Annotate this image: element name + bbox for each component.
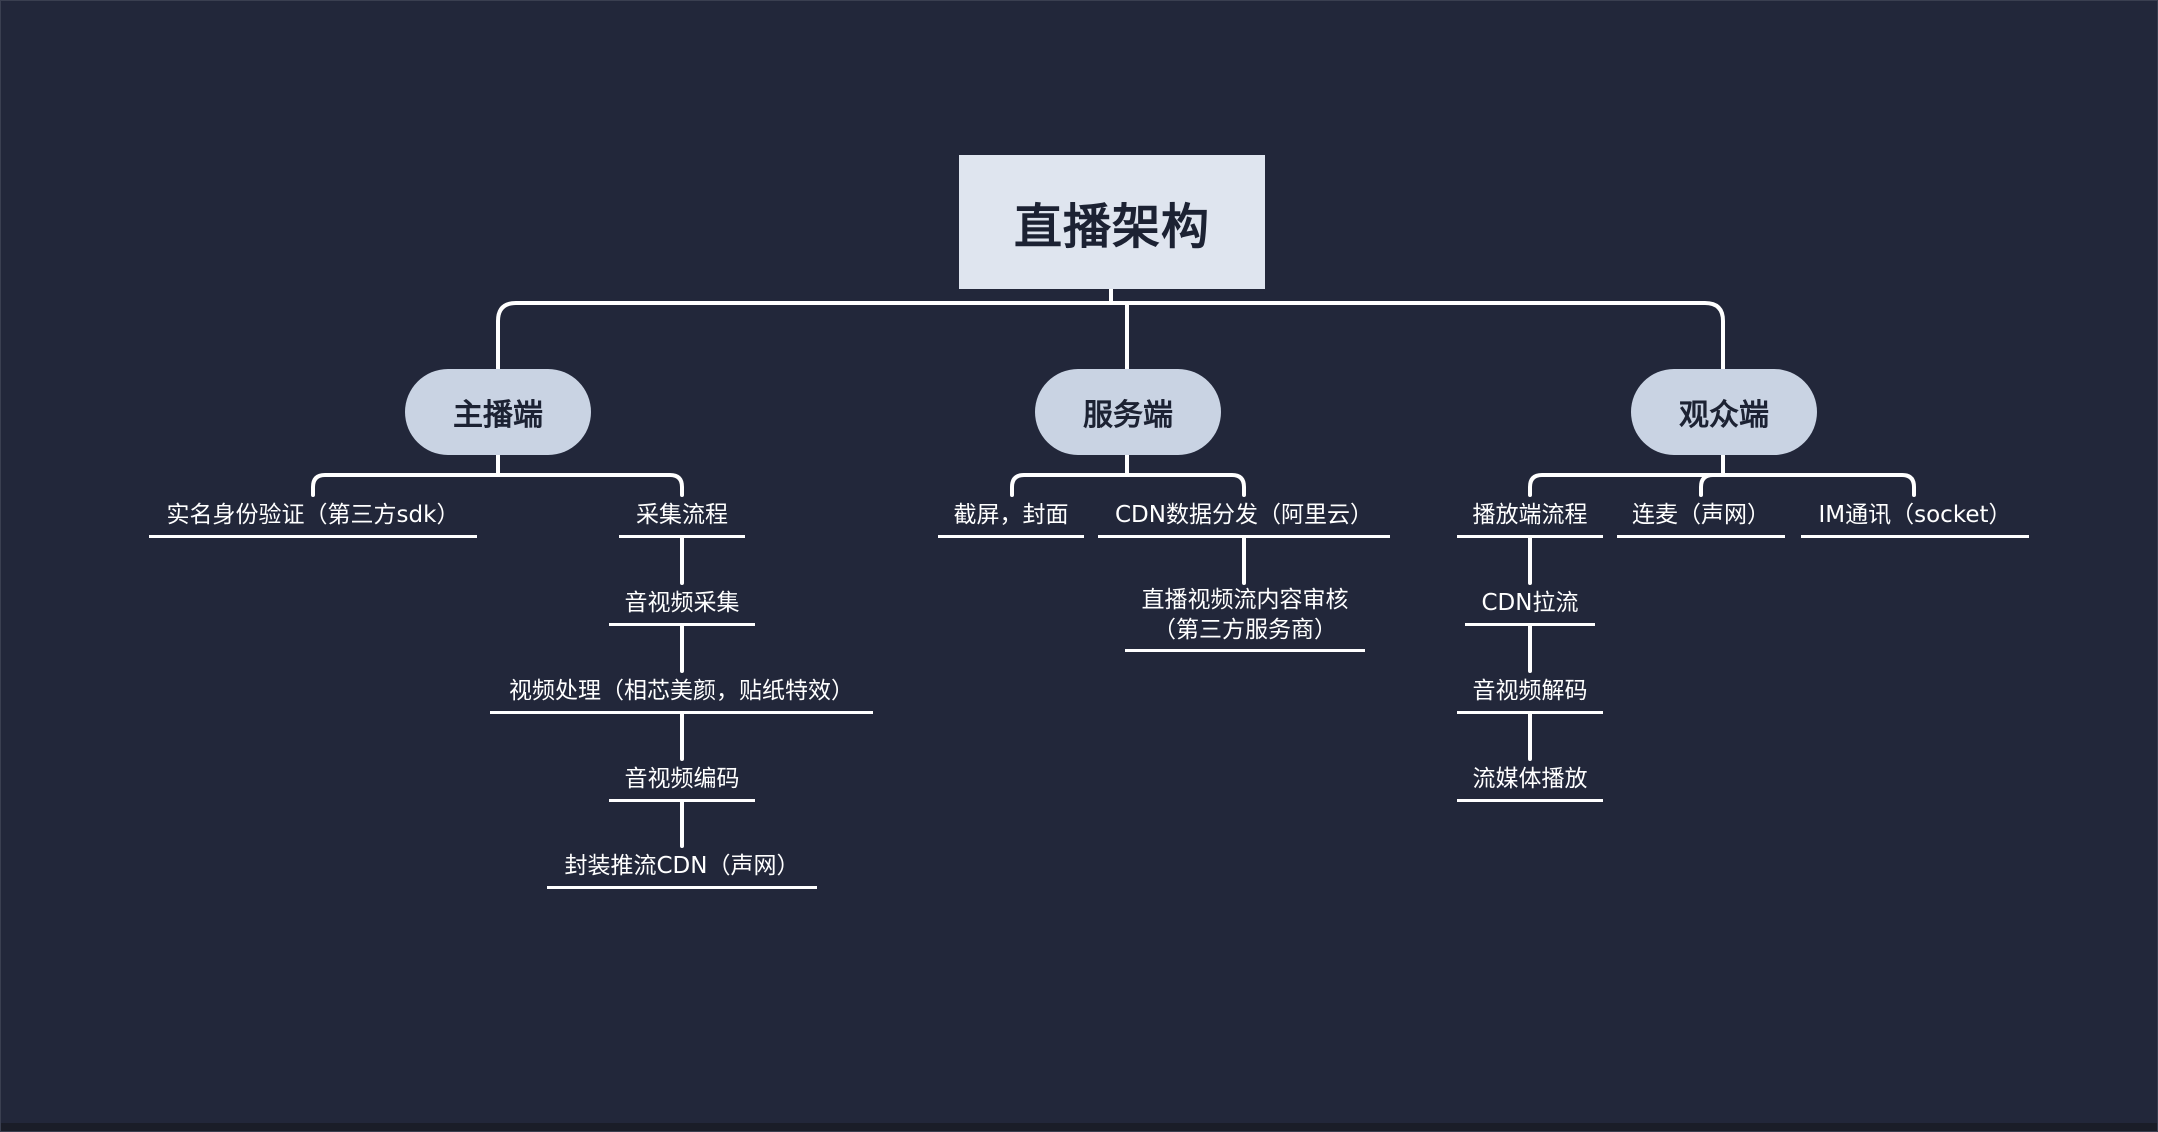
leaf-content-review-line2: （第三方服务商） [1153,617,1337,643]
leaf-cdn-pull[interactable]: CDN拉流 [1465,583,1595,626]
root-node[interactable]: 直播架构 [959,155,1265,289]
leaf-av-decoding[interactable]: 音视频解码 [1457,671,1603,714]
leaf-im-socket[interactable]: IM通讯（socket） [1801,495,2029,538]
leaf-av-capture[interactable]: 音视频采集 [609,583,755,626]
leaf-capture-process[interactable]: 采集流程 [619,495,745,538]
connector-server-children [1010,453,1246,497]
branch-audience[interactable]: 观众端 [1631,369,1817,455]
branch-anchor[interactable]: 主播端 [405,369,591,455]
branch-server[interactable]: 服务端 [1035,369,1221,455]
leaf-stream-playback[interactable]: 流媒体播放 [1457,759,1603,802]
leaf-av-encoding[interactable]: 音视频编码 [609,759,755,802]
connector-root-bar [496,301,1725,371]
bottom-edge [1,1123,2157,1131]
connector-anchor-children [311,453,684,497]
leaf-push-stream-cdn[interactable]: 封装推流CDN（声网） [547,846,817,889]
leaf-co-host[interactable]: 连麦（声网） [1617,495,1785,538]
leaf-video-processing[interactable]: 视频处理（相芯美颜，贴纸特效） [490,671,873,714]
leaf-content-review[interactable]: 直播视频流内容审核 （第三方服务商） [1125,585,1365,652]
leaf-screenshot-cover[interactable]: 截屏，封面 [938,495,1084,538]
leaf-cdn-distribution[interactable]: CDN数据分发（阿里云） [1098,495,1390,538]
leaf-playback-process[interactable]: 播放端流程 [1457,495,1603,538]
leaf-identity-verification[interactable]: 实名身份验证（第三方sdk） [149,495,477,538]
connector-audience-children [1528,453,1916,497]
leaf-content-review-line1: 直播视频流内容审核 [1141,587,1349,613]
